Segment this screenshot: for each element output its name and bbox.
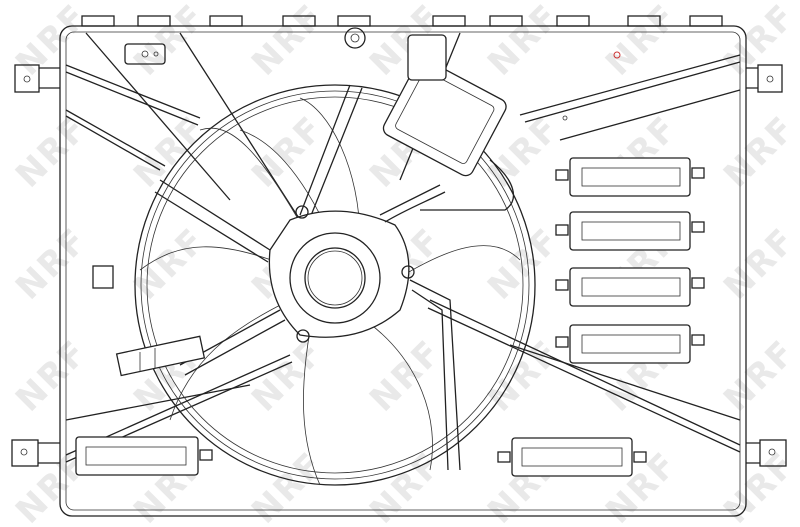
shroud-frame	[59, 25, 747, 517]
motor-arms	[154, 84, 461, 471]
wire-connector	[115, 335, 206, 377]
motor-hub	[268, 205, 415, 343]
wire-clips-bottom	[75, 436, 647, 477]
top-mounting-tabs	[81, 15, 723, 27]
wire-clips-right	[555, 157, 705, 364]
fan-ring	[134, 84, 536, 486]
side-brackets	[11, 27, 787, 467]
resistor-module	[379, 34, 621, 223]
